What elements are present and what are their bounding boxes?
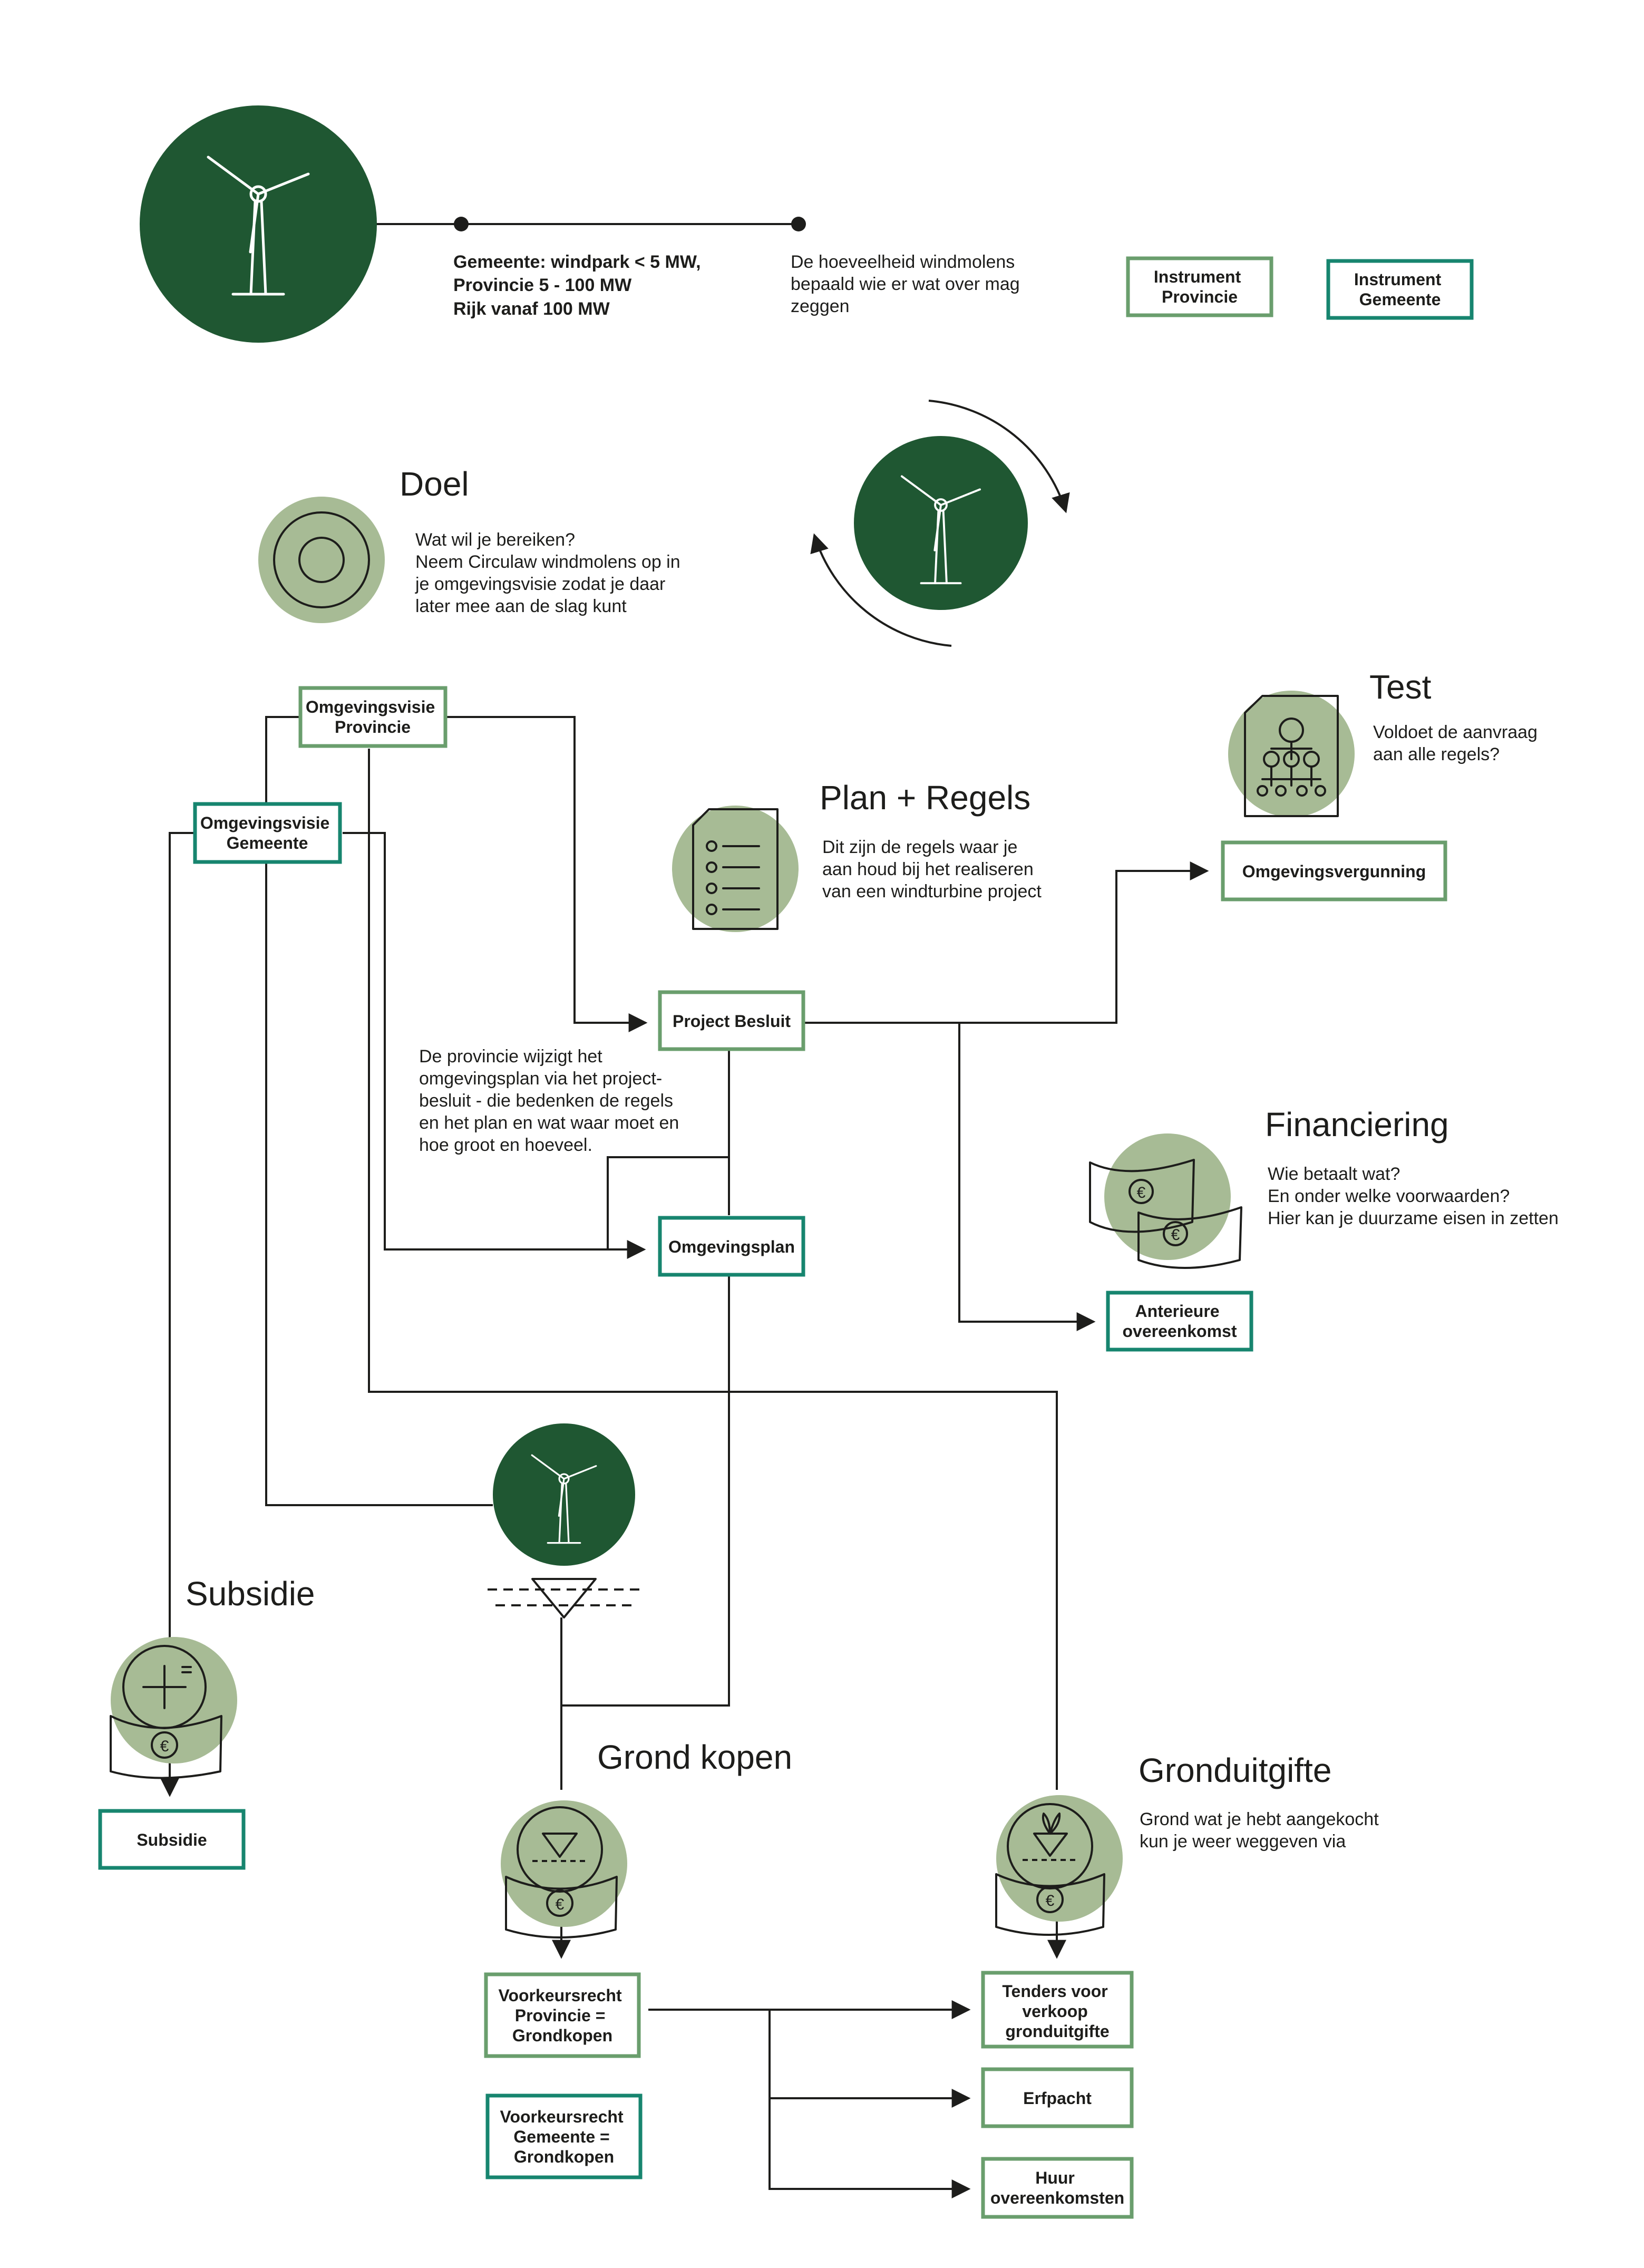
legend-instrument-provincie: Instrument Provincie [1126, 256, 1273, 317]
gronduitgifte-section: € Gronduitgifte Grond wat je hebt aangek… [995, 1751, 1384, 1936]
box-huur-overeenkomsten[interactable]: Huur overeenkomsten [981, 2157, 1134, 2219]
svg-text:€: € [1137, 1184, 1146, 1201]
box-omgevingsvisie-provincie[interactable]: Omgevingsvisie Provincie [298, 686, 448, 748]
land-issue-icon: € [995, 1795, 1123, 1936]
cycle-arrow-bottom [810, 533, 952, 647]
box-tenders[interactable]: Tenders voor verkoop gronduitgifte [981, 1971, 1134, 2049]
doel-description: Wat wil je bereiken? Neem Circulaw windm… [415, 530, 685, 616]
gronduitgifte-title: Gronduitgifte [1139, 1751, 1331, 1789]
legend-instrument-gemeente: Instrument Gemeente [1326, 259, 1474, 320]
box-omgevingsplan[interactable]: Omgevingsplan [658, 1216, 805, 1277]
svg-text:Omgevingsvergunning: Omgevingsvergunning [1242, 862, 1426, 881]
line-ovg-omgevingsplan [343, 832, 646, 1259]
svg-text:Instrument Provincie: Instrument Provincie [1154, 267, 1246, 306]
svg-text:Omgevingsvisie Gemeente: Omgevingsvisie Gemeente [200, 813, 334, 852]
test-section: Test Voldoet de aanvraag aan alle regels… [1228, 668, 1542, 817]
target-icon [258, 497, 385, 623]
svg-text:€: € [1046, 1892, 1055, 1910]
line-loop [607, 1156, 729, 1249]
plan-regels-section: Plan + Regels Dit zijn de regels waar je… [672, 779, 1042, 932]
doel-title: Doel [400, 465, 469, 503]
header-note: De hoeveelheid windmolens bepaald wie er… [791, 252, 1025, 316]
line-ovp-project [445, 716, 648, 1032]
gronduitgifte-description: Grond wat je hebt aangekocht kun je weer… [1140, 1809, 1384, 1852]
svg-text:Erfpacht: Erfpacht [1023, 2089, 1092, 2108]
financiering-section: € € Financiering Wie betaalt wat? En ond… [1089, 1106, 1559, 1269]
checklist-icon [672, 806, 799, 932]
subsidie-section: € Subsidie [110, 1575, 315, 1779]
ground-level-icon [488, 1578, 643, 1618]
box-project-besluit[interactable]: Project Besluit [658, 990, 805, 1051]
banknotes-icon: € € [1089, 1133, 1242, 1269]
grond-kopen-section: € Grond kopen [501, 1738, 792, 1939]
org-chart-document-icon [1228, 691, 1355, 817]
cycle-arrow-top [928, 400, 1070, 513]
test-description: Voldoet de aanvraag aan alle regels? [1373, 722, 1542, 764]
box-omgevingsvisie-gemeente[interactable]: Omgevingsvisie Gemeente [193, 802, 342, 864]
svg-text:Subsidie: Subsidie [137, 1830, 207, 1849]
line-ovp-gronduitgifte [368, 749, 1058, 1790]
land-purchase-icon: € [501, 1800, 627, 1939]
svg-text:Omgevingsplan: Omgevingsplan [668, 1237, 795, 1256]
timeline-dot-1 [454, 217, 469, 231]
svg-text:Huur overeenkomsten: Huur overeenkomsten [990, 2168, 1124, 2207]
box-voorkeursrecht-provincie[interactable]: Voorkeursrecht Provincie = Grondkopen [484, 1972, 641, 2058]
box-omgevingsvergunning[interactable]: Omgevingsvergunning [1221, 840, 1447, 902]
box-anterieure-overeenkomst[interactable]: Anterieure overeenkomst [1106, 1291, 1253, 1352]
svg-text:Project Besluit: Project Besluit [673, 1012, 791, 1031]
svg-text:€: € [160, 1738, 169, 1755]
financiering-title: Financiering [1265, 1106, 1449, 1143]
svg-text:€: € [556, 1896, 565, 1913]
connector-lines [160, 217, 1209, 2198]
svg-text:Omgevingsvisie Provincie: Omgevingsvisie Provincie [306, 697, 440, 736]
line-ovg-subsidie [160, 832, 195, 1797]
subsidy-icon: € [110, 1637, 237, 1779]
line-voorkeur-erfpacht [769, 2010, 971, 2108]
box-subsidie[interactable]: Subsidie [98, 1809, 246, 1870]
svg-text:€: € [1171, 1226, 1180, 1244]
header-scale: Gemeente: windpark < 5 MW, Provincie 5 -… [453, 252, 706, 319]
box-erfpacht[interactable]: Erfpacht [981, 2067, 1134, 2128]
line-voorkeur-huur [769, 2098, 971, 2198]
svg-text:Instrument Gemeente: Instrument Gemeente [1354, 270, 1446, 309]
timeline-dot-2 [791, 217, 806, 231]
svg-text:Tenders voor verkoop: Tenders voor verkoop gronduitgifte [1002, 1982, 1112, 2041]
doel-section: Doel Wat wil je bereiken? Neem Circulaw … [258, 465, 685, 623]
test-title: Test [1369, 668, 1432, 706]
grond-kopen-title: Grond kopen [597, 1738, 792, 1776]
financiering-description: Wie betaalt wat? En onder welke voorwaar… [1268, 1164, 1559, 1228]
ground-turbine [493, 1423, 635, 1566]
svg-text:Voorkeursrecht Provincie: Voorkeursrecht Provincie = Grondkopen [498, 1986, 626, 2045]
cycle-turbine [854, 436, 1028, 610]
svg-text:Anterieure overeenkomst: Anterieure overeenkomst [1123, 1302, 1237, 1341]
plan-regels-description: Dit zijn de regels waar je aan houd bij … [822, 837, 1042, 902]
subsidie-title: Subsidie [186, 1575, 315, 1613]
province-note: De provincie wijzigt het omgevingsplan v… [419, 1046, 684, 1155]
line-plan-grond [561, 1275, 730, 1707]
header-turbine [140, 105, 377, 343]
plan-regels-title: Plan + Regels [820, 779, 1030, 817]
line-project-anterieure [958, 1023, 1096, 1331]
box-voorkeursrecht-gemeente[interactable]: Voorkeursrecht Gemeente = Grondkopen [485, 2093, 643, 2179]
svg-text:Voorkeursrecht Gemeente: Voorkeursrecht Gemeente = Grondkopen [500, 2107, 628, 2166]
line-ovp-turbine [265, 716, 493, 1506]
